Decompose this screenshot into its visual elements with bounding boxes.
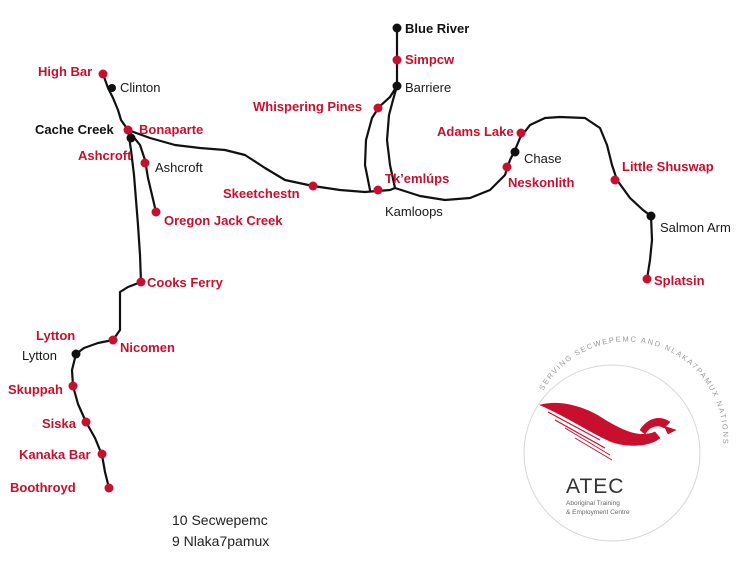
label-little-shuswap: Little Shuswap [622,159,714,174]
cache-creek-marker [126,133,136,143]
lytton-town-marker [71,349,81,359]
label-cache-creek: Cache Creek [35,122,115,137]
label-barriere: Barriere [405,80,451,95]
label-clinton: Clinton [120,80,160,95]
route-kamloops-chase [393,148,517,202]
label-adams-lake: Adams Lake [437,124,514,139]
route-cachecreek-kamloops [126,128,397,194]
atec-logo: SERVING SECWEPEMC AND NLAKA7PAMUX NATION… [523,335,729,542]
neskonlith-marker [502,162,512,172]
clinton-marker [108,84,116,92]
route-chase-adamslake-salmonarm [513,115,653,218]
label-skeetchestn: Skeetchestn [223,186,300,201]
simpcw-marker [392,55,402,65]
route-cachecreek-cooksferry [126,128,143,284]
chase-marker [510,147,520,157]
route-lytton-boothroyd [70,352,111,490]
splatsin-marker [642,274,652,284]
boothroyd-marker [104,483,114,493]
label-whispering-pines: Whispering Pines [253,99,362,114]
nicomen-marker [108,335,118,345]
legend-nlaka7pamux: 9 Nlaka7pamux [172,533,270,549]
community-labels: High Bar Bonaparte Ashcroft Oregon Jack … [8,52,714,495]
logo-name: ATEC [566,475,624,498]
label-lytton-town: Lytton [22,348,57,363]
little-shuswap-marker [610,175,620,185]
label-simpcw: Simpcw [405,52,455,67]
route-cooksferry-lytton [74,280,143,356]
blue-river-marker [392,23,402,33]
label-cooks-ferry: Cooks Ferry [147,275,224,290]
label-oregon-jack-creek: Oregon Jack Creek [164,213,283,228]
kanaka-bar-marker [97,449,107,459]
logo-ring [523,364,701,542]
high-bar-marker [98,69,108,79]
label-chase: Chase [524,151,562,166]
label-bonaparte: Bonaparte [139,122,203,137]
siska-marker [81,417,91,427]
tkemlups-marker [373,185,383,195]
label-ashcroft-nation: Ashcroft [78,148,132,163]
skeetchestn-marker [308,181,318,191]
route-kamloops-bluer [385,26,399,190]
label-high-bar: High Bar [38,64,92,79]
ashcroft-nation-marker [140,158,150,168]
route-ashcroft-oregonjack [126,128,158,214]
adams-lake-marker [516,128,526,138]
logo-subtitle-1: Aboriginal Training [566,500,620,507]
legend: 10 Secwepemc 9 Nlaka7pamux [172,510,269,552]
skuppah-marker [68,381,78,391]
oregon-jack-creek-marker [151,207,161,217]
label-lytton-nation: Lytton [36,328,75,343]
route-highbar-cachecreek [101,72,130,132]
route-lines [70,26,654,490]
label-blue-river: Blue River [405,21,469,36]
label-salmon-arm: Salmon Arm [660,220,731,235]
label-boothroyd: Boothroyd [10,480,76,495]
legend-secwepemc: 10 Secwepemc [172,512,268,528]
logo-subtitle-2: & Employment Centre [566,509,630,516]
cooks-ferry-marker [136,277,146,287]
label-skuppah: Skuppah [8,382,63,397]
community-dots [68,55,652,493]
bonaparte-marker [123,125,133,135]
barriere-marker [392,81,402,91]
whispering-pines-marker [373,103,383,113]
label-kamloops: Kamloops [385,204,443,219]
label-siska: Siska [42,416,77,431]
route-salmonarm-splatsin [645,214,654,281]
label-nicomen: Nicomen [120,340,175,355]
label-kanaka-bar: Kanaka Bar [19,447,91,462]
route-whisperingpines [363,84,399,192]
town-labels: Clinton Cache Creek Ashcroft Lytton Blue… [22,21,731,363]
town-dots [71,23,656,359]
salmon-arm-marker [646,211,656,221]
eagle-icon [539,402,677,461]
label-splatsin: Splatsin [654,273,705,288]
label-tkemlups: Tk’emlúps [385,171,449,186]
label-neskonlith: Neskonlith [508,175,575,190]
label-ashcroft-town: Ashcroft [155,160,203,175]
